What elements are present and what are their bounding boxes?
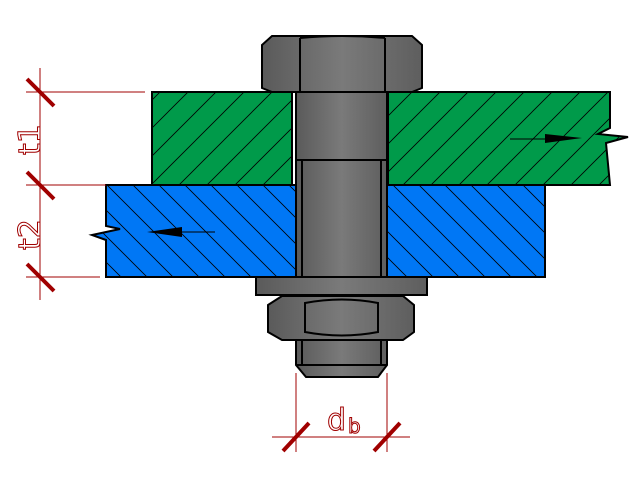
bolt-shank xyxy=(295,91,388,278)
bolt-head xyxy=(261,35,423,93)
nut xyxy=(267,295,415,341)
t1-label: t1 xyxy=(13,124,48,155)
dimension-lines xyxy=(25,68,410,453)
bolt-thread-end xyxy=(295,339,388,378)
right-force-arrow xyxy=(510,134,582,143)
t2-label: t2 xyxy=(13,219,48,250)
db-label: d xyxy=(327,403,346,438)
left-force-arrow xyxy=(147,227,215,237)
top-plate-t1 xyxy=(151,91,629,186)
washer xyxy=(255,276,428,296)
db-subscript: b xyxy=(348,414,361,438)
bottom-plate-t2 xyxy=(88,184,546,278)
